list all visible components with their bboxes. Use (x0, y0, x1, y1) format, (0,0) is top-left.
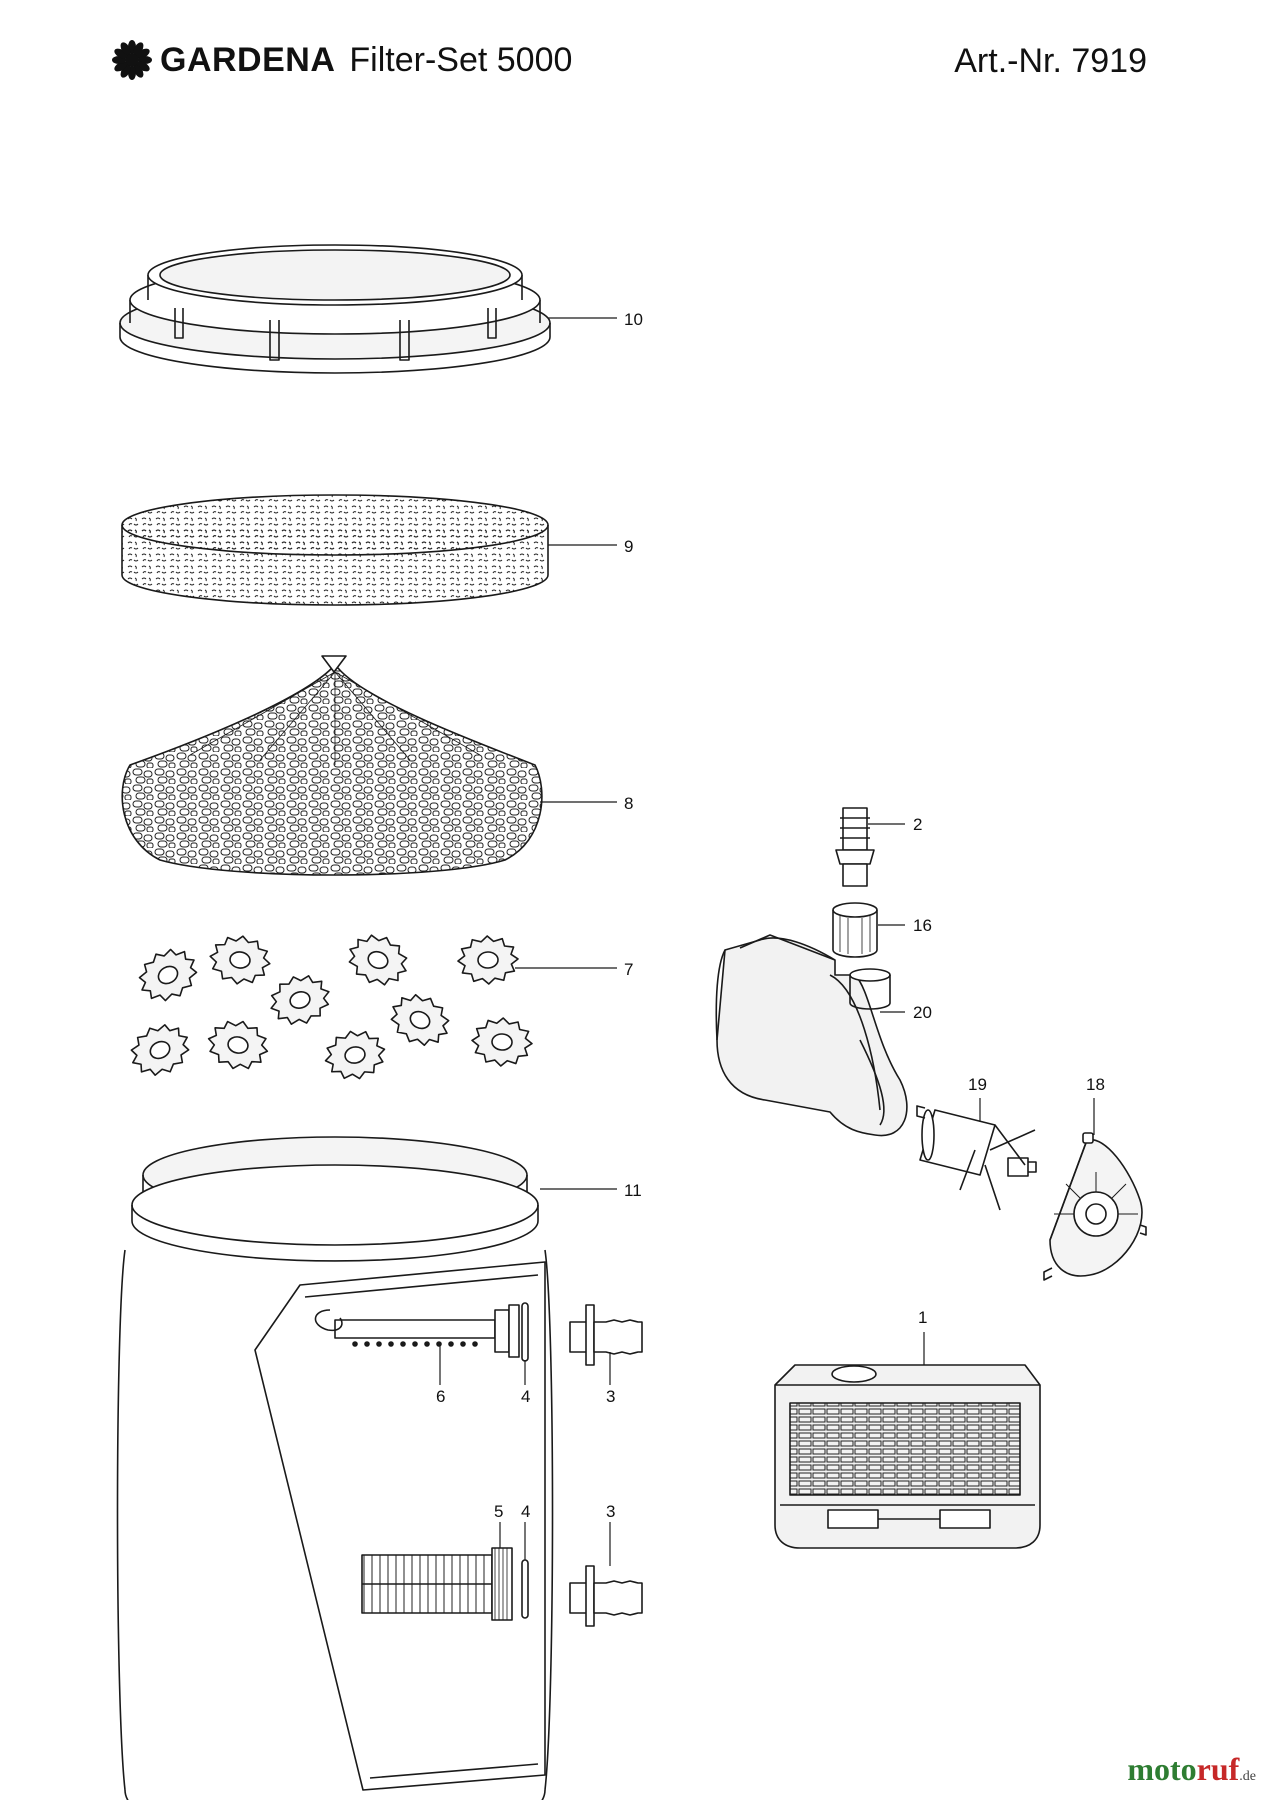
watermark-part-a: moto (1127, 1751, 1197, 1787)
bio-ball (209, 935, 271, 985)
part-label-9: 9 (624, 537, 633, 556)
part-label-4-upper: 4 (521, 1387, 530, 1406)
bio-ball (390, 993, 450, 1047)
source-watermark: motoruf.de (1127, 1751, 1256, 1788)
gardena-logo: GARDENA Filter-Set 5000 (112, 40, 572, 80)
bio-ball (348, 934, 408, 986)
part-label-1: 1 (918, 1308, 927, 1327)
part-label-4-lower: 4 (521, 1502, 530, 1521)
bio-ball (324, 1030, 386, 1080)
part-seal-lower (521, 1559, 529, 1619)
gardena-flower-icon (112, 40, 152, 80)
bio-ball (130, 1024, 190, 1076)
part-lid-ring (119, 244, 551, 374)
part-strainer (361, 1547, 513, 1621)
part-transformer (774, 1364, 1041, 1549)
part-label-20: 20 (913, 1003, 932, 1022)
watermark-part-b: ruf (1196, 1751, 1240, 1787)
part-stone-bag (121, 655, 543, 876)
part-filter-sponge (121, 494, 549, 606)
part-hose-connector-lower (569, 1565, 643, 1627)
article-number: Art.-Nr. 7919 (954, 42, 1147, 80)
part-nut (832, 902, 878, 958)
part-label-8: 8 (624, 794, 633, 813)
leader-lines (439, 317, 1095, 1566)
part-label-2: 2 (913, 815, 922, 834)
part-label-18: 18 (1086, 1075, 1105, 1094)
part-label-11: 11 (624, 1181, 642, 1200)
part-hose-connector-upper (569, 1304, 643, 1366)
brand-name: GARDENA (160, 40, 336, 79)
bio-ball (138, 948, 198, 1002)
part-label-5: 5 (494, 1502, 503, 1521)
bio-ball (471, 1017, 533, 1067)
part-label-16: 16 (913, 916, 932, 935)
part-pump-housing (715, 934, 908, 1137)
part-seal-upper (521, 1302, 529, 1362)
bio-ball (457, 935, 519, 985)
part-bio-balls (130, 934, 533, 1080)
part-label-6: 6 (436, 1387, 445, 1406)
part-label-19: 19 (968, 1075, 987, 1094)
page-header: GARDENA Filter-Set 5000 Art.-Nr. 7919 (112, 36, 1147, 86)
part-rotor (916, 1105, 1037, 1211)
page-title: Filter-Set 5000 (349, 40, 573, 79)
part-hose-nozzle (835, 807, 875, 887)
bio-ball (207, 1020, 269, 1070)
watermark-tld: .de (1239, 1769, 1256, 1784)
part-label-7: 7 (624, 960, 633, 979)
part-label-3-lower: 3 (606, 1502, 615, 1521)
part-filter-container (116, 1136, 554, 1800)
part-outlet-pipe (314, 1304, 520, 1358)
part-label-3-upper: 3 (606, 1387, 615, 1406)
bio-ball (270, 975, 330, 1025)
part-label-10: 10 (624, 310, 643, 329)
part-pump-cover (1043, 1132, 1147, 1281)
